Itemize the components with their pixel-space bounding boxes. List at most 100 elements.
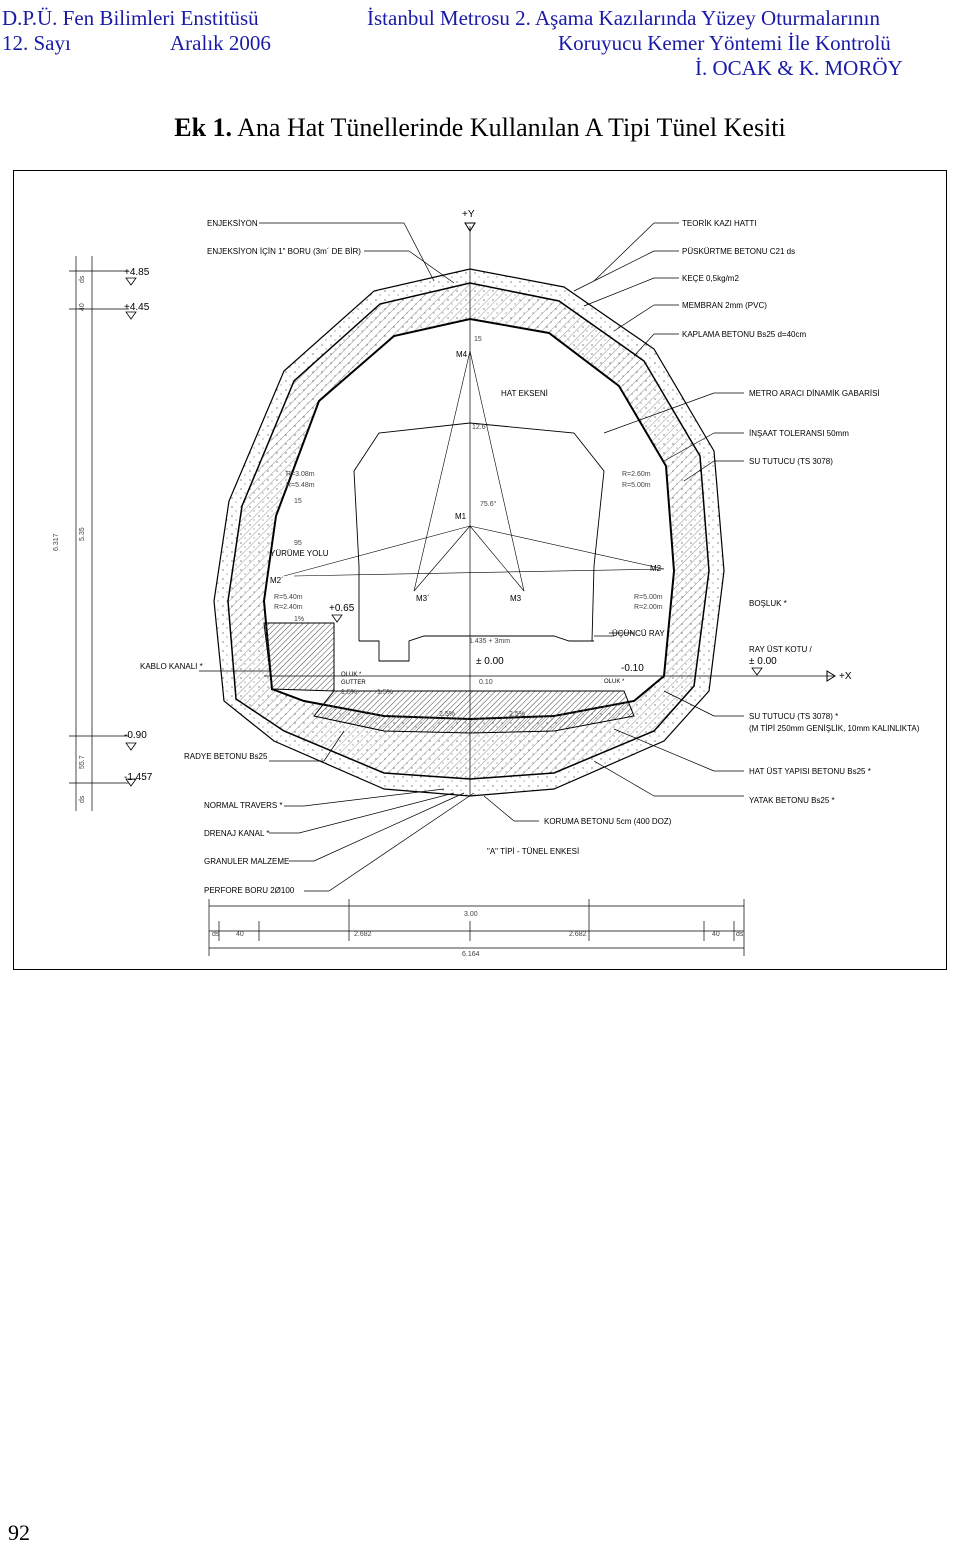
label-ray-ust-kotu: RAY ÜST KOTU / [749,645,812,654]
level-4-85: +4.85 [124,267,150,278]
bottom-dim-row2-3: 2.682 [569,931,587,938]
y-axis-arrow [464,222,476,232]
level-0-00: ± 0.00 [476,656,504,667]
label-gutter: GUTTER [341,680,366,686]
label-su-tutucu-2a: SU TUTUCU (TS 3078) * [749,712,838,721]
label-right-0: TEORİK KAZI HATTI [682,219,757,228]
walkway-block [263,622,335,692]
bottom-dim-row1: 3.00 [464,911,478,918]
bottom-dim-row2-5: ds [736,931,744,938]
bottom-dim-row2-0: ds [212,931,220,938]
label-bosluk: BOŞLUK * [749,599,787,608]
label-yatak: YATAK BETONU Bs25 * [749,796,835,805]
radius-label-6: R=5.00m [634,594,663,601]
axis-x-label: +X [839,671,852,682]
axis-y-label: +Y [462,209,475,220]
left-dim-1: 40 [79,303,86,311]
left-dimension-lines [69,256,129,811]
left-dim-4: 55.7 [79,755,86,769]
small-dim-11: 75.6° [480,500,497,508]
center-m1: M1 [455,512,467,521]
left-dim-2: 6.317 [53,533,60,551]
header-right-line3: İ. OCAK & K. MORÖY [695,56,903,80]
level-markers [125,277,763,787]
radius-lines [283,350,665,592]
label-yurume-yolu: YÜRÜME YOLU [270,549,329,558]
header-left-line2b: Aralık 2006 [170,31,271,55]
small-dim-9: 1.5% [377,689,393,696]
small-dim-10: 12.6° [472,423,489,431]
label-right-3: MEMBRAN 2mm (PVC) [682,301,767,310]
drawing-frame: ENJEKSİYON ENJEKSİYON İÇİN 1" BORU (3m´ … [13,170,947,970]
radius-label-2: R=2.60m [622,471,651,478]
center-m3-right: M3 [510,594,522,603]
header-left-line1: D.P.Ü. Fen Bilimleri Enstitüsü [2,6,259,30]
small-dim-1: 15 [294,498,302,505]
bottom-dimensions [208,899,745,956]
bottom-dim-row2-2: 2.682 [354,931,372,938]
label-hat-ekseni: HAT EKSENİ [501,389,548,398]
small-dim-3: 1.435 + 3mm [469,638,510,645]
radius-label-7: R=2.00m [634,604,663,611]
label-oluk-left: OLUK * [341,672,362,678]
figure-title: Ek 1. Ana Hat Tünellerinde Kullanılan A … [0,113,960,143]
label-ucuncu-ray: ÜÇÜNCÜ RAY * [612,629,670,638]
bottom-dim-row3: 6.164 [462,951,480,958]
level-minus-1-457: -1.457 [124,772,153,783]
label-radye: RADYE BETONU Bs25 [184,752,268,761]
center-m2-right: M2 [650,564,662,573]
label-normal-travers: NORMAL TRAVERS * [204,801,283,810]
left-dim-5: ds [79,795,86,803]
left-dim-0: ds [79,275,86,283]
label-drenaj: DRENAJ KANAL * [204,829,270,838]
small-dim-4: 0.10 [479,679,493,686]
level-minus-0-90: -0.90 [124,730,147,741]
label-right-5: METRO ARACI DİNAMİK GABARİSİ [749,389,880,398]
header-right-line1: İstanbul Metrosu 2. Aşama Kazılarında Yü… [367,6,880,30]
small-dim-6: 2.5% [509,711,525,718]
leader-lines [199,222,744,892]
center-m4: M4 [456,350,468,359]
radius-label-1: R=5.48m [286,482,315,489]
label-a-tipi: "A" TİPİ - TÜNEL ENKESİ [487,847,579,856]
center-m3-left: M3´ [416,594,430,603]
figure-title-text: Ana Hat Tünellerinde Kullanılan A Tipi T… [232,113,786,142]
radius-label-5: R=2.40m [274,604,303,611]
label-enjeksiyon-boru: ENJEKSİYON İÇİN 1" BORU (3m´ DE BİR) [207,247,361,256]
small-dim-2: 95 [294,540,302,547]
page-number: 92 [8,1520,30,1545]
label-right-1: PÜSKÜRTME BETONU C21 ds [682,247,795,256]
label-oluk-right: OLUK * [604,679,625,685]
x-axis-arrow [826,670,836,682]
level-minus-0-10: -0.10 [621,663,644,674]
label-kablo-kanali: KABLO KANALI * [140,662,203,671]
vehicle-lower [359,635,594,662]
radius-label-0: R=3.08m [286,471,315,478]
header-left-line2a: 12. Sayı [2,31,71,55]
tunnel-cross-section: ENJEKSİYON ENJEKSİYON İÇİN 1" BORU (3m´ … [53,209,920,958]
center-m2-left: M2´ [270,576,284,585]
radius-label-4: R=5.40m [274,594,303,601]
label-koruma: KORUMA BETONU 5cm (400 DOZ) [544,817,672,826]
bottom-dim-row2-4: 40 [712,931,720,938]
small-dim-5: 2.5% [439,711,455,718]
label-granuler: GRANULER MALZEME [204,857,289,866]
left-dim-3: 5.35 [79,527,86,541]
small-dim-0: 15 [474,336,482,343]
label-right-7: SU TUTUCU (TS 3078) [749,457,833,466]
ray-ust-kotu-value: ± 0.00 [749,656,777,667]
radius-label-3: R=5.00m [622,482,651,489]
label-perfore: PERFORE BORU 2Ø100 [204,886,295,895]
level-4-45: +4.45 [124,302,150,313]
small-dim-7: 1% [294,616,304,623]
level-0-65: +0.65 [329,603,355,614]
label-enjeksiyon: ENJEKSİYON [207,219,258,228]
label-right-2: KEÇE 0,5kg/m2 [682,274,739,283]
track-bed [313,690,635,734]
header-right-line2: Koruyucu Kemer Yöntemi İle Kontrolü [558,31,891,55]
bottom-dim-row2-1: 40 [236,931,244,938]
figure-title-prefix: Ek 1. [174,113,233,142]
label-right-4: KAPLAMA BETONU Bs25 d=40cm [682,330,806,339]
label-hat-ust: HAT ÜST YAPISI BETONU Bs25 * [749,767,871,776]
label-su-tutucu-2b: (M TİPİ 250mm GENİŞLİK, 10mm KALINLIKTA) [749,724,920,733]
